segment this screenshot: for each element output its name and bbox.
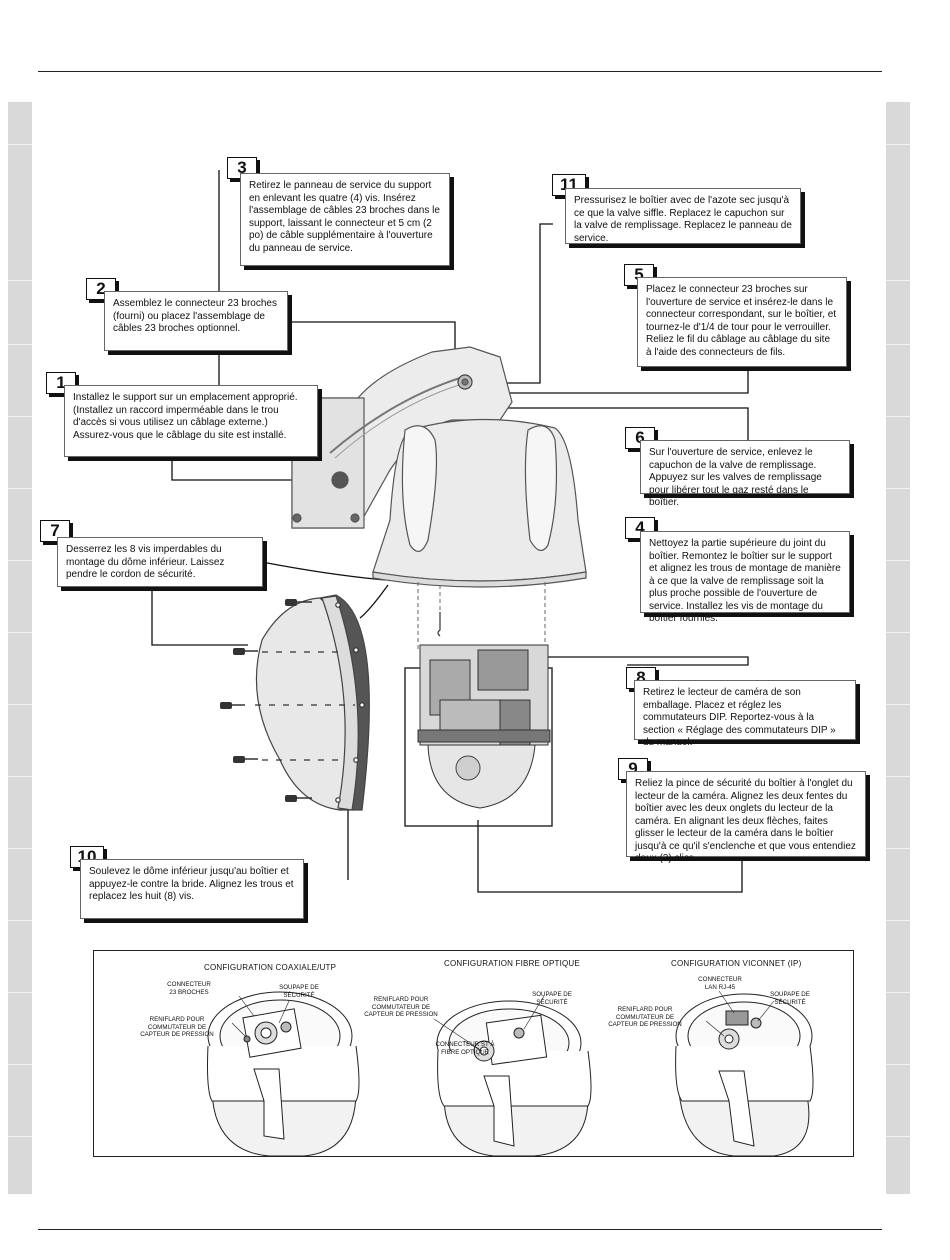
- config-title-coaxial: CONFIGURATION COAXIALE/UTP: [204, 963, 337, 972]
- left-side-tab: [8, 102, 32, 1194]
- step-text: Pressurisez le boîtier avec de l'azote s…: [565, 188, 801, 244]
- configurations-panel: CONFIGURATION COAXIALE/UTP CONFIGURATION…: [93, 950, 854, 1157]
- camera-drive: [404, 644, 553, 827]
- step-text: Desserrez les 8 vis imperdables du monta…: [57, 537, 263, 587]
- footer-rule: [38, 1229, 882, 1230]
- leader-line-9: [477, 820, 743, 893]
- leader-line-11: [488, 223, 553, 384]
- label-safety-valve: SOUPAPE DE SÉCURITÉ: [770, 991, 810, 1006]
- configuration-illustrations: [207, 990, 814, 1156]
- step-text: Retirez le lecteur de caméra de son emba…: [634, 680, 856, 748]
- config-title-viconnet: CONFIGURATION VICONNET (IP): [671, 959, 802, 968]
- lower-dome: [255, 594, 370, 811]
- right-side-tab: [886, 102, 910, 1194]
- label-safety-valve: SOUPAPE DE SÉCURITÉ: [532, 991, 572, 1006]
- label-fiber-connector: CONNECTEUR ST À FIBRE OPTIQUE: [435, 1041, 495, 1056]
- leader-line-7: [151, 587, 248, 646]
- step-text: Placez le connecteur 23 broches sur l'ou…: [637, 277, 847, 367]
- viconnet-housing: [675, 993, 814, 1156]
- wall-mount-arm: [291, 346, 513, 529]
- safety-clip: [437, 612, 441, 637]
- step-text: Assemblez le connecteur 23 broches (four…: [104, 291, 288, 351]
- header-rule: [38, 71, 882, 72]
- label-breather: RENIFLARD POUR COMMUTATEUR DE CAPTEUR DE…: [140, 1016, 214, 1038]
- step-text: Sur l'ouverture de service, enlevez le c…: [640, 440, 850, 508]
- leader-line-5: [488, 367, 749, 394]
- step-text: Reliez la pince de sécurité du boîtier à…: [626, 771, 866, 864]
- label-safety-valve: SOUPAPE DE SÉCURITÉ: [279, 984, 319, 999]
- label-breather: RENIFLARD POUR COMMUTATEUR DE CAPTEUR DE…: [608, 1006, 682, 1028]
- alignment-lines: [417, 582, 546, 650]
- step-text: Soulevez le dôme inférieur jusqu'au boît…: [80, 859, 304, 919]
- coaxial-housing: [207, 991, 360, 1156]
- step-text: Nettoyez la partie supérieure du joint d…: [640, 531, 850, 624]
- leader-line-8: [548, 656, 749, 666]
- fiber-housing: [436, 1000, 592, 1156]
- leader-line-1: [171, 460, 338, 481]
- step-number: 7: [40, 520, 70, 542]
- safety-cord: [261, 561, 389, 619]
- leader-line-6: [500, 407, 749, 454]
- label-rj45-connector: CONNECTEUR LAN RJ-45: [698, 976, 742, 991]
- label-pointers: [231, 990, 775, 1052]
- label-breather: RENIFLARD POUR COMMUTATEUR DE CAPTEUR DE…: [364, 996, 438, 1018]
- step-text: Installez le support sur un emplacement …: [64, 385, 318, 457]
- step-text: Retirez le panneau de service du support…: [240, 173, 450, 266]
- mounting-screws: [220, 599, 312, 802]
- label-connector-23: CONNECTEUR 23 BROCHES: [167, 981, 211, 996]
- upper-housing: [372, 418, 587, 588]
- config-title-fiber: CONFIGURATION FIBRE OPTIQUE: [444, 959, 580, 968]
